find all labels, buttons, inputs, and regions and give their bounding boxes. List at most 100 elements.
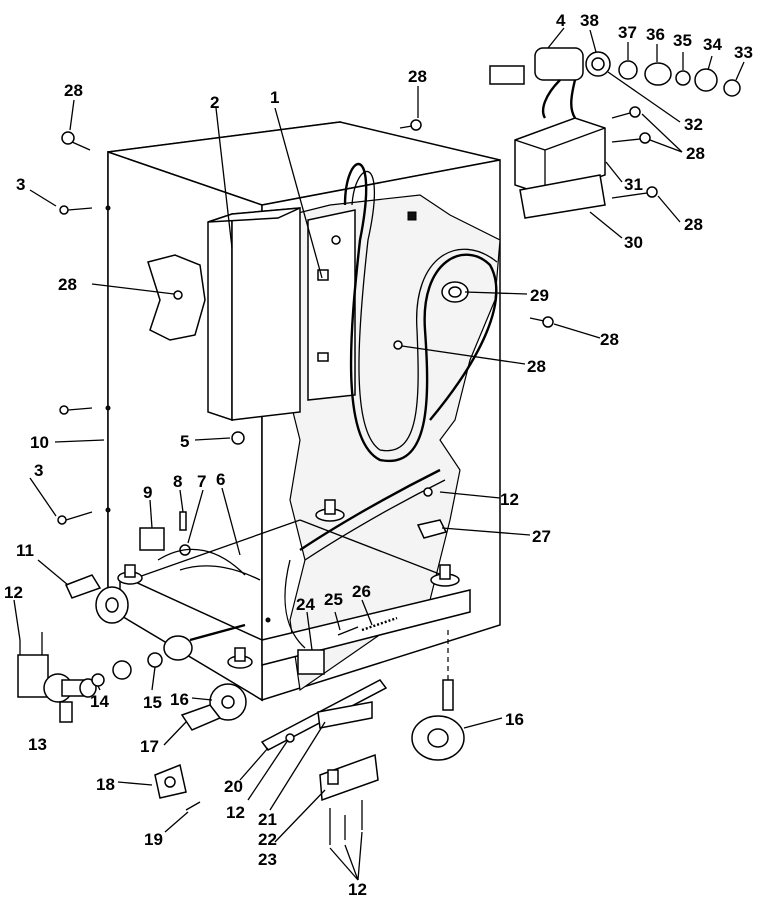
callout-30: 30 <box>624 233 643 252</box>
hose-clip <box>441 281 469 303</box>
cable-clip <box>416 519 448 539</box>
callout-38: 38 <box>580 11 599 30</box>
callout-13: 13 <box>28 735 47 754</box>
base-cross-member <box>129 519 301 581</box>
callout-17: 17 <box>140 737 159 756</box>
screw-hole <box>105 405 111 411</box>
heater-housing <box>207 207 301 422</box>
callout-16: 16 <box>505 710 524 729</box>
callout-37: 37 <box>618 23 637 42</box>
screw <box>611 132 651 144</box>
screw <box>529 316 554 328</box>
callout-12: 12 <box>500 490 519 509</box>
callout-21: 21 <box>258 810 277 829</box>
screw-hole <box>265 617 271 623</box>
callout-12: 12 <box>226 803 245 822</box>
callout-12: 12 <box>348 880 367 899</box>
callout-2: 2 <box>210 93 219 112</box>
screw <box>399 119 422 131</box>
callout-28: 28 <box>686 144 705 163</box>
switch-assembly <box>489 47 611 119</box>
screw <box>57 511 93 525</box>
screw <box>331 235 341 245</box>
callout-26: 26 <box>352 582 371 601</box>
screw <box>393 340 403 350</box>
screw-hole <box>105 205 111 211</box>
pulley-bracket <box>154 763 187 799</box>
motor-bracket <box>139 527 165 551</box>
callout-32: 32 <box>684 115 703 134</box>
callout-28: 28 <box>408 67 427 86</box>
bolt <box>179 511 187 531</box>
wire-harness <box>157 548 246 576</box>
callout-16: 16 <box>170 690 189 709</box>
water-valve <box>17 654 97 723</box>
callout-28: 28 <box>600 330 619 349</box>
callout-29: 29 <box>530 286 549 305</box>
screw-hole <box>105 507 111 513</box>
callout-23: 23 <box>258 850 277 869</box>
hose-loop <box>299 162 498 561</box>
leveling-foot <box>117 564 143 585</box>
callout-24: 24 <box>296 595 315 614</box>
spring-hook <box>337 626 359 636</box>
inlet-hose <box>189 623 246 642</box>
callout-28: 28 <box>64 81 83 100</box>
clamp <box>91 673 105 687</box>
caster-wheel-front-left <box>209 683 247 721</box>
switch-block <box>297 649 325 675</box>
callout-33: 33 <box>734 43 753 62</box>
callout-5: 5 <box>180 432 189 451</box>
callout-20: 20 <box>224 777 243 796</box>
rail-bracket <box>317 701 373 729</box>
mounting-clip <box>64 574 102 599</box>
screw <box>423 487 433 497</box>
callout-25: 25 <box>324 590 343 609</box>
terminal-strip <box>519 174 606 219</box>
panel-slot <box>407 211 417 221</box>
callout-6: 6 <box>216 470 225 489</box>
callout-22: 22 <box>258 830 277 849</box>
gasket <box>147 652 163 668</box>
leveling-foot <box>315 499 345 522</box>
callout-35: 35 <box>673 31 692 50</box>
hinge-block <box>319 753 379 802</box>
callout-8: 8 <box>173 472 182 491</box>
callout-15: 15 <box>143 693 162 712</box>
bushing <box>644 62 672 86</box>
screw <box>59 405 93 415</box>
callout-27: 27 <box>532 527 551 546</box>
screw <box>185 801 201 811</box>
hose-fitting <box>231 431 245 445</box>
leader-lines <box>13 27 745 881</box>
drain-hose <box>299 468 441 551</box>
callout-28: 28 <box>58 275 77 294</box>
base-cross-member-2 <box>299 519 456 581</box>
pump-inlet <box>163 635 193 661</box>
screw <box>59 205 93 215</box>
callout-34: 34 <box>703 35 722 54</box>
lock-washer <box>675 70 691 86</box>
callout-3: 3 <box>16 175 25 194</box>
retainer <box>723 79 741 97</box>
callout-1: 1 <box>270 88 279 107</box>
caster-wheel-loose <box>411 679 465 761</box>
callout-31: 31 <box>624 175 643 194</box>
lead-wire <box>284 559 306 649</box>
callout-14: 14 <box>90 692 109 711</box>
screw <box>611 106 641 119</box>
callout-labels: 1 2 3 3 4 5 6 7 8 9 10 11 12 12 12 12 13… <box>4 11 753 899</box>
screw <box>173 290 183 300</box>
callout-19: 19 <box>144 830 163 849</box>
callout-3: 3 <box>34 461 43 480</box>
callout-10: 10 <box>30 433 49 452</box>
screw <box>61 131 91 151</box>
callout-36: 36 <box>646 25 665 44</box>
knob-ring <box>618 60 638 80</box>
callout-11: 11 <box>16 541 34 560</box>
callout-4: 4 <box>556 11 566 30</box>
callout-28: 28 <box>684 215 703 234</box>
callout-28: 28 <box>527 357 546 376</box>
caster-wheel-rear-left <box>95 586 129 624</box>
